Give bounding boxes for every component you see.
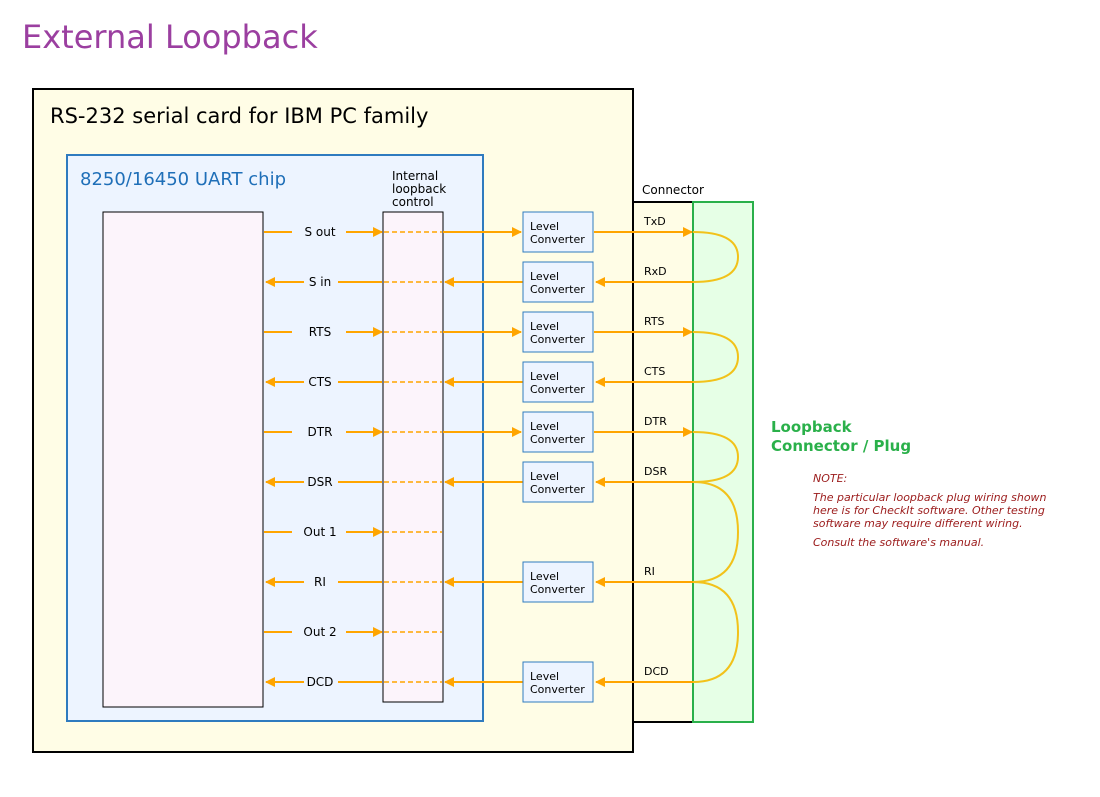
pin-label-rts: RTS [309, 325, 331, 339]
level-converter-box-dtr [522, 411, 594, 453]
pin-label-ri: RI [314, 575, 326, 589]
level-converter-box-s-in [522, 261, 594, 303]
pin-label-dsr: DSR [307, 475, 332, 489]
level-converter-box-s-out [522, 211, 594, 253]
level-converter-text-1-cts: Level [530, 370, 559, 383]
level-converter-text-1-dsr: Level [530, 470, 559, 483]
pin-label-cts: CTS [308, 375, 331, 389]
loop-dtr-dsr [692, 431, 740, 483]
level-converter-text-1-ri: Level [530, 570, 559, 583]
pin-label-dtr: DTR [308, 425, 333, 439]
loop-txd-rxd [692, 231, 740, 283]
serial-card-title: RS-232 serial card for IBM PC family [50, 104, 428, 128]
internal-loopback-label-2: loopback [392, 182, 446, 196]
plug-loop-wires [692, 231, 740, 683]
pin-label-s-out: S out [304, 225, 335, 239]
wire-label-txd: TxD [643, 215, 666, 228]
internal-loopback-label-1: Internal [392, 169, 438, 183]
loopback-plug-block [692, 201, 754, 723]
wire-label-dsr: DSR [644, 465, 667, 478]
level-converter-text-1-s-out: Level [530, 220, 559, 233]
level-converter-text-1-dcd: Level [530, 670, 559, 683]
internal-loopback-label-3: control [392, 195, 434, 209]
loopback-plug-label-2: Connector / Plug [771, 437, 911, 455]
wire-label-dtr: DTR [644, 415, 667, 428]
loop-ri-dcd [692, 581, 740, 683]
uart-chip-title: 8250/16450 UART chip [80, 169, 286, 190]
level-converter-box-ri [522, 561, 594, 603]
note-line-1: The particular loopback plug wiring show… [813, 491, 1047, 504]
pin-label-s-in: S in [309, 275, 331, 289]
level-converter-text-2-s-out: Converter [530, 233, 585, 246]
diagram-title: External Loopback [22, 18, 318, 56]
level-converter-text-2-dcd: Converter [530, 683, 585, 696]
level-converter-text-1-dtr: Level [530, 420, 559, 433]
wire-label-ri: RI [644, 565, 655, 578]
internal-loopback-block [382, 211, 444, 703]
level-converter-box-dcd [522, 661, 594, 703]
level-converter-text-2-cts: Converter [530, 383, 585, 396]
pin-label-dcd: DCD [307, 675, 334, 689]
wire-label-rts: RTS [644, 315, 665, 328]
level-converter-box-rts [522, 311, 594, 353]
level-converter-text-2-dsr: Converter [530, 483, 585, 496]
note-consult: Consult the software's manual. [813, 536, 984, 549]
wire-label-cts: CTS [644, 365, 665, 378]
note-line-3: software may require different wiring. [813, 517, 1023, 530]
connector-block [632, 201, 694, 723]
wire-label-dcd: DCD [644, 665, 669, 678]
level-converter-text-2-rts: Converter [530, 333, 585, 346]
note-heading: NOTE: [813, 472, 847, 485]
pin-label-out-2: Out 2 [303, 625, 336, 639]
level-converter-text-1-rts: Level [530, 320, 559, 333]
level-converter-box-cts [522, 361, 594, 403]
loop-dsr-ri [692, 481, 740, 583]
level-converter-text-1-s-in: Level [530, 270, 559, 283]
pin-label-out-1: Out 1 [303, 525, 336, 539]
note-line-2: here is for CheckIt software. Other test… [813, 504, 1045, 517]
level-converter-text-2-ri: Converter [530, 583, 585, 596]
wire-label-rxd: RxD [644, 265, 667, 278]
loop-rts-cts [692, 331, 740, 383]
loopback-plug-label-1: Loopback [771, 418, 853, 436]
level-converter-box-dsr [522, 461, 594, 503]
level-converter-text-2-dtr: Converter [530, 433, 585, 446]
connector-label: Connector [642, 183, 704, 197]
level-converter-text-2-s-in: Converter [530, 283, 585, 296]
uart-chip-block [102, 211, 264, 708]
